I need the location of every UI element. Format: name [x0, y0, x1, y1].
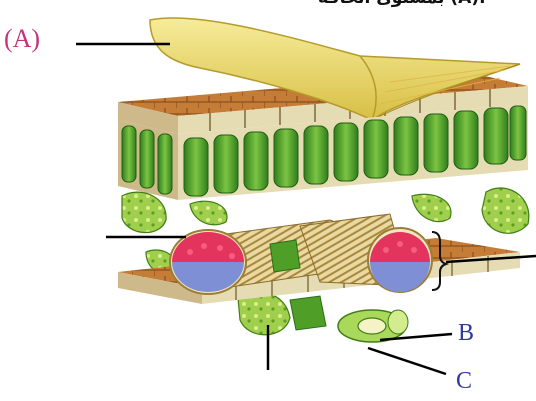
pointer-line-c [368, 348, 446, 374]
phloem-right [370, 262, 430, 292]
label-a: (A) [4, 26, 40, 52]
vascular-bundle-right [300, 214, 432, 292]
label-c: C [456, 368, 472, 394]
label-b: B [458, 320, 474, 346]
stoma-guard-cells [338, 310, 408, 342]
